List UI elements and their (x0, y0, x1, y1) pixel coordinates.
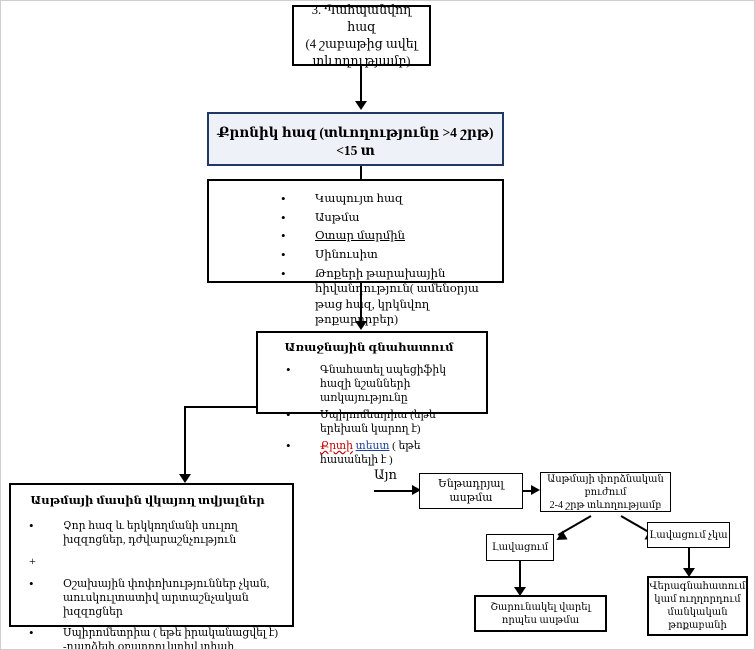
node-improved: Լավացում (486, 534, 554, 561)
node-continue-asthma-management: Շարունակել վարել որպես ասթմա (474, 595, 607, 632)
node-persistent-cough-line2: (4 շաբաթից ավել (305, 36, 418, 51)
node-causes-list: Կապույտ հազ Ասթմա Օտար մարմին Սինուսիտ Թ… (207, 179, 504, 326)
list-item: Օշախային փոփոխություններ չկան, աուսկուլտ… (29, 576, 284, 619)
list-item: Գնահատել սպեցիֆիկ հազի նշանների առկայութ… (286, 362, 480, 405)
arrowhead-suspected-to-trial (531, 485, 540, 495)
assessment-bullet-list: Գնահատել սպեցիֆիկ հազի նշանների առկայութ… (258, 362, 480, 467)
node-reassess-or-refer: Վերագնահատում կամ ուղղորդում մանկական թո… (647, 576, 748, 636)
node-asthma-evidence-title: Ասթմայի մասին վկայող տվյալներ (30, 494, 265, 507)
node-not-improved: Լավացում չկա (647, 522, 730, 548)
node-asthma-trial-line1: Ասթմայի փորձնական բուժում (547, 473, 664, 498)
list-item: Ասթմա (281, 209, 496, 226)
label-yes: Այո (374, 467, 397, 482)
node-primary-assessment: Առաջնային գնահատում Գնահատել սպեցիֆիկ հա… (256, 331, 488, 466)
node-chronic-cough: Քրոնիկ հազ (տևողությունը >4 շրթ) <15 տ (207, 112, 504, 166)
node-persistent-cough-line3: տևողությամբ) (312, 53, 411, 68)
arrowhead-assessment-to-evidence (179, 474, 191, 483)
connector-suspected-to-trial (523, 490, 535, 492)
list-item-sweat-test: Քրտի տեստ ( եթե հասանելի է ) (286, 438, 480, 467)
node-continue-line2: որպես ասթմա (501, 614, 580, 626)
asthma-evidence-bullet-list: Չոր հազ և երկկողմանի սուլող խզզոցներ, դժ… (11, 518, 284, 649)
node-not-improved-label: Լավացում չկա (649, 529, 728, 541)
node-asthma-trial-treatment: Ասթմայի փորձնական բուժում 2-4 շրթ տևողու… (540, 472, 671, 512)
connector-yes-to-suspected (374, 490, 418, 492)
list-item: Սինուսիտ (281, 246, 496, 263)
node-reassess-line3: մանկական (667, 607, 728, 618)
list-item: Սպիրոմետրիա ( եթե իրականացվել է) -դարձել… (29, 625, 284, 649)
list-item: Սպիրոմետրիա (եթե երեխան կարող է) (286, 407, 480, 436)
arrowhead-trial-to-improved (553, 530, 568, 545)
connector-chronic-to-causes (360, 166, 362, 179)
node-reassess-line2: կամ ուղղորդում (654, 594, 741, 605)
arrowhead-title-to-chronic (355, 101, 367, 110)
connector-improved-to-continue (519, 561, 521, 591)
node-primary-assessment-title: Առաջնային գնահատում (284, 341, 454, 354)
arrowhead-yes-to-suspected (412, 485, 421, 495)
node-persistent-cough-line1: 3. Պահպանվող հազ (311, 2, 412, 34)
connector-title-to-chronic (360, 66, 362, 103)
connector-assessment-elbow-horizontal (184, 406, 257, 408)
node-persistent-cough: 3. Պահպանվող հազ (4 շաբաթից ավել տևողութ… (292, 2, 431, 68)
connector-not-improved-to-reassess (688, 548, 690, 572)
node-reassess-line4: թոքաբանի (668, 620, 727, 631)
list-item: Օտար մարմին (281, 227, 496, 244)
connector-assessment-elbow-vertical (184, 406, 186, 480)
node-reassess-line1: Վերագնահատում (649, 581, 746, 592)
node-asthma-evidence: Ասթմայի մասին վկայող տվյալներ Չոր հազ և … (9, 483, 294, 649)
connector-causes-to-assessment (360, 283, 362, 323)
node-continue-line1: Շարունակել վարել (490, 601, 591, 613)
sweat-test-rest: ( եթե հասանելի է ) (320, 439, 421, 466)
list-item: Թոքերի թարախային հիվանդություն( ամենօրյա… (281, 265, 496, 329)
arrowhead-improved-to-continue (514, 587, 526, 596)
node-improved-label: Լավացում (491, 542, 549, 553)
causes-bullet-list: Կապույտ հազ Ասթմա Օտար մարմին Սինուսիտ Թ… (209, 190, 496, 329)
sweat-test-misspelled-word: Քրտի (320, 439, 353, 452)
node-chronic-cough-label: Քրոնիկ հազ (տևողությունը >4 շրթ) <15 տ (217, 125, 494, 159)
list-item: Չոր հազ և երկկողմանի սուլող խզզոցներ, դժ… (29, 518, 284, 547)
sweat-test-link-word[interactable]: տեստ (355, 439, 390, 452)
list-item: Կապույտ հազ (281, 190, 496, 207)
node-suspected-asthma: Ենթադրյալ ասթմա (419, 473, 523, 509)
plus-separator: + (29, 553, 36, 568)
arrowhead-not-improved-to-reassess (683, 568, 695, 577)
node-suspected-asthma-label: Ենթադրյալ ասթմա (438, 477, 504, 504)
arrowhead-causes-to-assessment (355, 321, 367, 330)
node-asthma-trial-line2: 2-4 շրթ տևողությամբ (549, 499, 662, 511)
